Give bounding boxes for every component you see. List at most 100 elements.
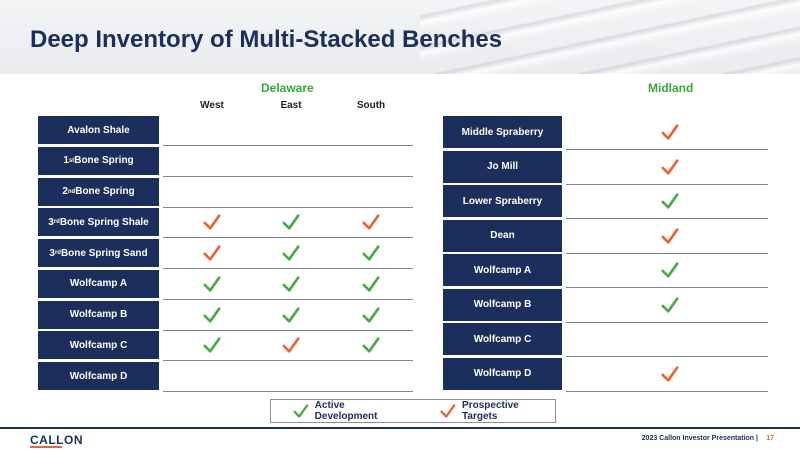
active-check-west [203,306,221,323]
prospective-check-icon [440,404,456,418]
prospective-check-midland [661,227,679,244]
active-check-south [362,245,380,261]
row-divider [566,252,768,254]
midland-row-label: Wolfcamp A [443,254,562,286]
delaware-row-label-number: 1 [63,155,69,167]
delaware-row-label-ordinal: rd [53,219,60,226]
active-check-midland [661,193,679,209]
active-check-east [282,306,300,323]
midland-row-label-text: Lower Spraberry [462,195,543,207]
row-divider [566,321,768,323]
delaware-title: Delaware [261,81,314,95]
delaware-row-label-text: Bone Spring [75,186,135,197]
row-divider [163,206,413,208]
midland-row-label-text: Dean [490,230,515,241]
delaware-row-label-text: Avalon Shale [67,124,130,136]
prospective-check-west [203,214,221,230]
midland-row-label: Lower Spraberry [443,185,562,217]
row-divider [566,287,768,288]
logo-text: CALLON [30,433,83,447]
midland-row-label-text: Wolfcamp D [473,368,532,379]
legend-prospective: Prospective Targets [440,400,555,422]
delaware-row-label-text: Bone Spring Sand [60,247,148,259]
delaware-row-label: Wolfcamp D [38,362,159,390]
delaware-row-label-text: Bone Spring Shale [59,216,149,228]
midland-row-label-text: Jo Mill [486,161,519,172]
legend-active: Active Development [293,400,408,422]
legend-active-label: Active Development [314,400,378,422]
row-divider [163,329,413,331]
row-divider [163,298,413,300]
active-check-east [282,276,300,292]
row-divider [163,237,413,239]
column-header-east: East [280,100,302,111]
active-check-midland [661,296,679,313]
delaware-row-label: Wolfcamp B [38,300,159,329]
midland-row-label: Jo Mill [443,150,562,183]
logo-underline [30,446,62,448]
row-divider [163,391,413,392]
column-header-west: West [200,100,224,111]
column-header-south: South [356,100,386,111]
midland-row-label: Dean [443,219,562,252]
row-divider [163,268,413,269]
active-check-midland [661,262,679,278]
prospective-check-east [282,337,300,353]
prospective-check-midland [661,158,679,175]
row-divider [163,360,413,362]
midland-row-label-text: Wolfcamp C [473,333,532,345]
delaware-row-label-text: Wolfcamp B [69,309,128,320]
midland-row-label: Wolfcamp C [443,323,562,355]
row-divider [566,149,768,150]
prospective-check-south [362,214,380,230]
delaware-row-label: Wolfcamp A [38,269,159,298]
delaware-row-label-ordinal: nd [67,188,76,195]
active-check-east [282,214,300,230]
delaware-row-label: Wolfcamp C [38,331,159,360]
footer-presentation-label: 2023 Callon Investor Presentation | [641,435,758,442]
page-number: 17 [766,435,774,442]
row-divider [566,356,768,357]
row-divider [163,175,413,177]
row-divider [566,218,768,219]
active-check-south [362,337,380,353]
delaware-row-label-text: Wolfcamp C [69,339,128,351]
legend: Active Development Prospective Targets [270,399,556,423]
delaware-row-label: Avalon Shale [38,116,159,144]
active-check-icon [293,404,309,418]
company-logo: CALLON [30,433,83,448]
prospective-check-midland [661,124,679,140]
header-banner [0,0,800,74]
midland-title: Midland [648,81,694,95]
delaware-row-label-text: Wolfcamp D [69,370,128,382]
prospective-check-west [203,245,221,261]
row-divider [566,390,768,392]
active-check-south [362,306,380,323]
midland-row-label-text: Wolfcamp A [473,264,532,276]
midland-row-label-text: Wolfcamp B [473,299,532,310]
active-check-west [203,337,221,353]
midland-row-label: Middle Spraberry [443,116,562,148]
row-divider [566,183,768,185]
delaware-row-label-number: 2 [62,186,68,197]
active-check-south [362,276,380,292]
delaware-row-label-ordinal: rd [54,250,61,256]
active-check-west [203,276,221,292]
pipes-background-image [420,0,800,74]
midland-row-label-text: Middle Spraberry [461,126,544,138]
delaware-row-label-number: 3 [49,247,55,259]
footer-divider [0,427,800,429]
legend-prospective-label: Prospective Targets [462,400,519,422]
midland-row-label: Wolfcamp B [443,288,562,321]
page-title: Deep Inventory of Multi-Stacked Benches [30,26,503,53]
row-divider [163,145,413,146]
prospective-check-midland [661,365,679,382]
delaware-row-label-ordinal: st [68,157,75,164]
midland-row-label: Wolfcamp D [443,357,562,390]
delaware-row-label-text: Bone Spring [74,155,134,167]
active-check-east [282,245,300,261]
